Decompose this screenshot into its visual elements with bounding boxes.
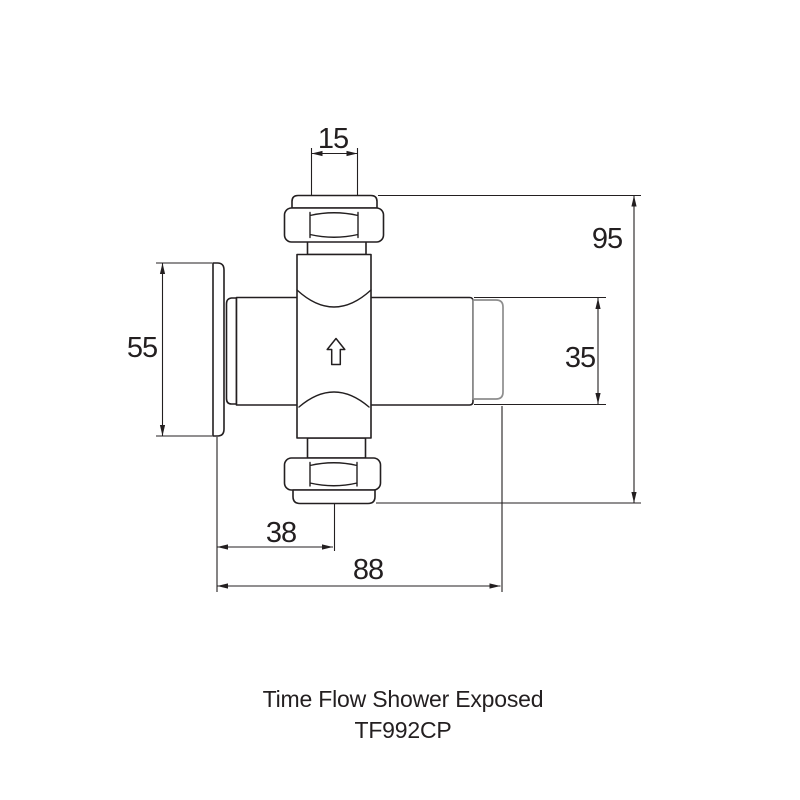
- arrowhead-right: [346, 150, 358, 157]
- bottom-cap: [292, 489, 376, 505]
- tee-lower-dome-curve: [298, 391, 370, 408]
- wall-collar: [225, 297, 238, 405]
- bottom-hex-nut-facets: [309, 461, 358, 487]
- dimension-body-height: 35: [474, 296, 606, 406]
- arrowhead-right: [489, 583, 501, 589]
- top-hex-nut: [283, 207, 385, 243]
- dimension-value: 55: [127, 332, 157, 364]
- arrowhead-right: [322, 544, 333, 550]
- dimension-value: 38: [266, 517, 296, 549]
- arrowhead-down: [159, 425, 166, 436]
- dimension-value: 35: [565, 342, 595, 374]
- tee-upper-dome-curve: [296, 289, 372, 308]
- product-name: Time Flow Shower Exposed: [263, 686, 544, 712]
- product-code: TF992CP: [354, 717, 451, 743]
- arrowhead-down: [631, 492, 637, 503]
- arrowhead-down: [595, 393, 601, 404]
- top-hex-nut-facets: [309, 211, 359, 239]
- top-fitting-neck: [306, 240, 367, 256]
- flow-direction-arrow: [326, 337, 346, 366]
- dimension-inlet-pipe: 15: [311, 123, 358, 157]
- title-block: Time Flow Shower Exposed TF992CP: [263, 686, 544, 743]
- arrowhead-up: [159, 263, 166, 274]
- top-pipe-stub: [310, 148, 359, 196]
- wall-backplate: [212, 262, 225, 437]
- dimension-wall-to-pipe: 38: [217, 503, 336, 551]
- top-cap: [291, 194, 378, 209]
- dimension-value: 95: [592, 223, 622, 255]
- arrowhead-left: [217, 583, 228, 589]
- arrowhead-up: [631, 195, 637, 207]
- bottom-fitting-neck: [306, 437, 367, 459]
- dimension-overall-height: 95: [376, 194, 641, 504]
- arrowhead-left: [217, 544, 228, 550]
- dimension-value: 15: [318, 123, 348, 155]
- dimension-backplate-height: 55: [127, 262, 212, 437]
- shower-valve-outline: [212, 148, 504, 505]
- dimension-value: 88: [353, 554, 383, 586]
- dimension-overall-projection: 88: [216, 406, 503, 592]
- push-button-cap: [472, 299, 504, 400]
- arrowhead-up: [595, 298, 601, 309]
- arrowhead-left: [311, 150, 323, 157]
